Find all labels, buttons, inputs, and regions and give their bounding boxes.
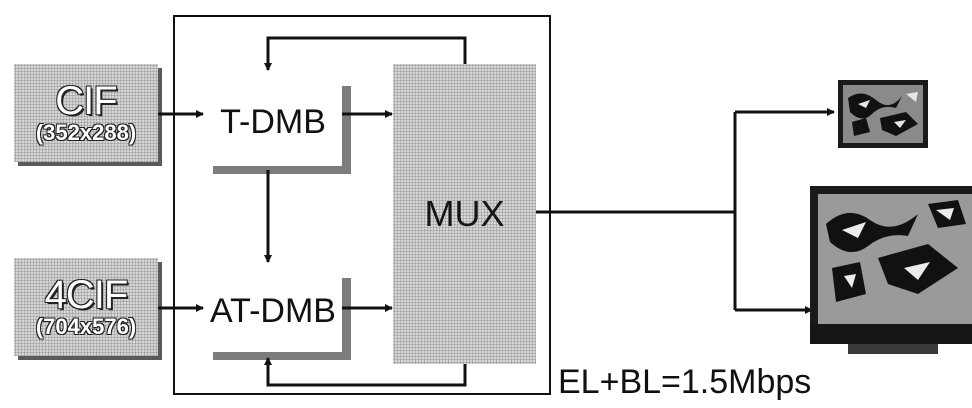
bitrate-label: EL+BL=1.5Mbps (558, 363, 811, 402)
bottom-loop (268, 358, 465, 385)
tv-display-icon (808, 184, 972, 360)
small-display-icon (836, 78, 932, 152)
top-loop (268, 38, 465, 70)
